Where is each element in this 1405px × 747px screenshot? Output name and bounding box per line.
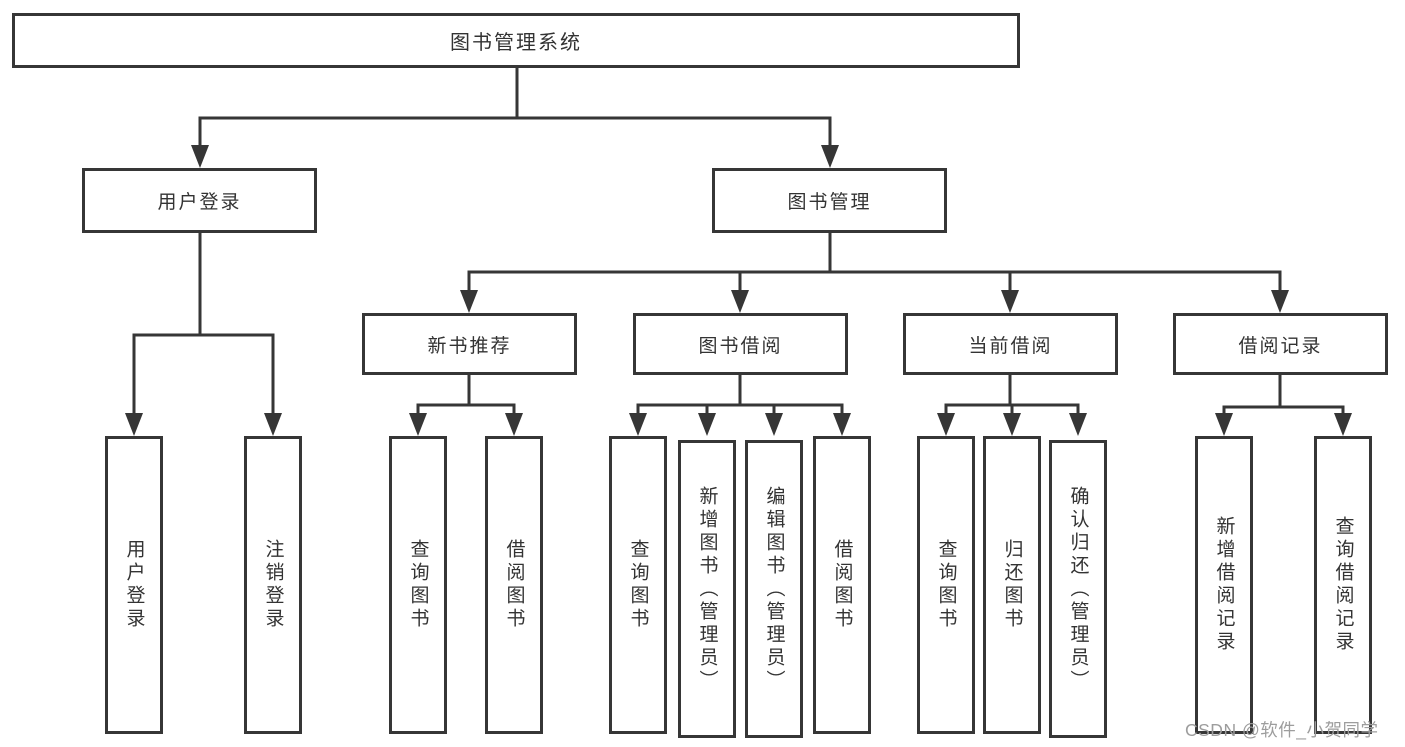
node-label: 借阅图书 xyxy=(503,539,525,631)
arrow-down-icon xyxy=(731,290,749,313)
connector-new-book-branch xyxy=(416,375,516,414)
connector-book-management-branch xyxy=(467,233,1282,291)
node-label: 编辑图书（管理员） xyxy=(763,485,785,693)
leaf-query-books: 查询图书 xyxy=(389,436,447,734)
leaf-logout: 注销登录 xyxy=(244,436,302,734)
arrow-down-icon xyxy=(1003,413,1021,436)
node-label: 借阅图书 xyxy=(831,539,853,631)
leaf-return-books: 归还图书 xyxy=(983,436,1041,734)
connector-user-login-branch xyxy=(132,233,275,414)
connector-borrow-record-branch xyxy=(1222,375,1345,414)
leaf-borrow-books: 借阅图书 xyxy=(485,436,543,734)
node-library-system: 图书管理系统 xyxy=(12,13,1020,68)
arrow-down-icon xyxy=(765,413,783,436)
arrow-down-icon xyxy=(833,413,851,436)
leaf-user-login: 用户登录 xyxy=(105,436,163,734)
node-label: 查询图书 xyxy=(407,539,429,631)
arrow-down-icon xyxy=(821,145,839,168)
arrow-down-icon xyxy=(409,413,427,436)
connector-root-to-level2 xyxy=(198,68,832,147)
node-label: 图书管理系统 xyxy=(450,32,582,54)
node-current-borrowing: 当前借阅 xyxy=(903,313,1118,375)
node-label: 归还图书 xyxy=(1001,539,1023,631)
node-book-borrowing: 图书借阅 xyxy=(633,313,848,375)
node-label: 查询借阅记录 xyxy=(1332,516,1354,654)
leaf-add-books-admin: 新增图书（管理员） xyxy=(678,440,736,738)
node-label: 新增借阅记录 xyxy=(1213,516,1235,654)
leaf-query-borrow-record: 查询借阅记录 xyxy=(1314,436,1372,734)
node-new-book-recommendation: 新书推荐 xyxy=(362,313,577,375)
leaf-add-borrow-record: 新增借阅记录 xyxy=(1195,436,1253,734)
arrow-down-icon xyxy=(698,413,716,436)
node-label: 注销登录 xyxy=(262,539,284,631)
leaf-query-books: 查询图书 xyxy=(609,436,667,734)
node-label: 新增图书（管理员） xyxy=(696,485,718,693)
node-book-management: 图书管理 xyxy=(712,168,947,233)
node-label: 图书管理 xyxy=(787,192,872,213)
node-label: 用户登录 xyxy=(123,539,145,631)
node-label: 当前借阅 xyxy=(968,335,1053,357)
leaf-query-books: 查询图书 xyxy=(917,436,975,734)
leaf-confirm-return-admin: 确认归还（管理员） xyxy=(1049,440,1107,738)
connector-current-borrow-branch xyxy=(944,375,1080,414)
node-label: 确认归还（管理员） xyxy=(1067,485,1089,693)
node-label: 查询图书 xyxy=(935,539,957,631)
node-label: 图书借阅 xyxy=(698,335,783,357)
arrow-down-icon xyxy=(1215,413,1233,436)
arrow-down-icon xyxy=(264,413,282,436)
node-label: 借阅记录 xyxy=(1238,335,1323,357)
node-label: 查询图书 xyxy=(627,539,649,631)
arrow-down-icon xyxy=(1271,290,1289,313)
arrowheads xyxy=(125,145,1352,436)
leaf-edit-books-admin: 编辑图书（管理员） xyxy=(745,440,803,738)
arrow-down-icon xyxy=(125,413,143,436)
node-user-login: 用户登录 xyxy=(82,168,317,233)
arrow-down-icon xyxy=(629,413,647,436)
arrow-down-icon xyxy=(937,413,955,436)
connector-book-borrow-branch xyxy=(636,375,844,414)
arrow-down-icon xyxy=(1001,290,1019,313)
arrow-down-icon xyxy=(460,290,478,313)
arrow-down-icon xyxy=(1069,413,1087,436)
node-label: 新书推荐 xyxy=(427,335,512,357)
node-label: 用户登录 xyxy=(157,192,242,213)
node-borrowing-records: 借阅记录 xyxy=(1173,313,1388,375)
arrow-down-icon xyxy=(1334,413,1352,436)
arrow-down-icon xyxy=(505,413,523,436)
leaf-borrow-books: 借阅图书 xyxy=(813,436,871,734)
arrow-down-icon xyxy=(191,145,209,168)
csdn-watermark: CSDN @软件_小贺同学 xyxy=(1185,720,1379,740)
